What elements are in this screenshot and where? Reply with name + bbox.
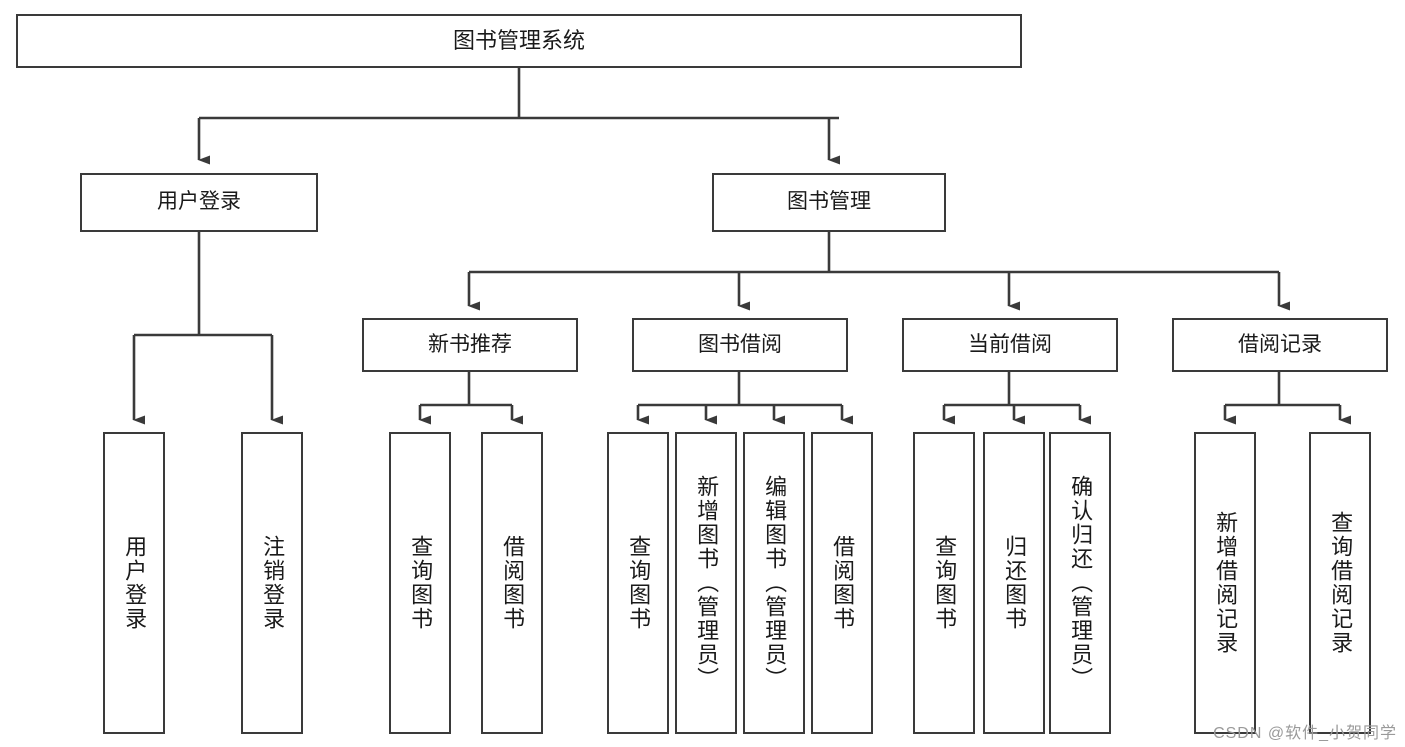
leaf-query-book-3[interactable]: 查询图书	[913, 432, 975, 734]
node-root[interactable]: 图书管理系统	[16, 14, 1022, 68]
leaf-user-login[interactable]: 用户登录	[103, 432, 165, 734]
leaf-add-record[interactable]: 新增借阅记录	[1194, 432, 1256, 734]
leaf-borrow-book-2-label: 借阅图书	[830, 535, 856, 631]
node-book-manage[interactable]: 图书管理	[712, 173, 946, 232]
node-user-login-label: 用户登录	[157, 190, 241, 214]
node-borrow-record-label: 借阅记录	[1238, 332, 1322, 356]
leaf-logout-login-label: 注销登录	[260, 535, 286, 631]
leaf-add-book[interactable]: 新增图书（管理员）	[675, 432, 737, 734]
leaf-confirm-return[interactable]: 确认归还（管理员）	[1049, 432, 1111, 734]
leaf-user-login-label: 用户登录	[122, 535, 148, 631]
node-new-book-rec[interactable]: 新书推荐	[362, 318, 578, 372]
leaf-borrow-book-1-label: 借阅图书	[500, 535, 526, 631]
node-borrow-record[interactable]: 借阅记录	[1172, 318, 1388, 372]
leaf-query-record-label: 查询借阅记录	[1328, 511, 1354, 655]
leaf-confirm-return-label: 确认归还（管理员）	[1068, 475, 1094, 691]
node-book-borrow-label: 图书借阅	[698, 332, 782, 356]
leaf-edit-book-label: 编辑图书（管理员）	[762, 475, 788, 691]
leaf-add-book-label: 新增图书（管理员）	[694, 475, 720, 691]
node-book-manage-label: 图书管理	[787, 190, 871, 214]
leaf-query-record[interactable]: 查询借阅记录	[1309, 432, 1371, 734]
node-book-borrow[interactable]: 图书借阅	[632, 318, 848, 372]
node-user-login[interactable]: 用户登录	[80, 173, 318, 232]
node-root-label: 图书管理系统	[452, 28, 585, 54]
leaf-logout-login[interactable]: 注销登录	[241, 432, 303, 734]
node-current-borrow-label: 当前借阅	[968, 332, 1052, 356]
leaf-query-book-2-label: 查询图书	[626, 535, 652, 631]
leaf-add-record-label: 新增借阅记录	[1213, 511, 1239, 655]
node-current-borrow[interactable]: 当前借阅	[902, 318, 1118, 372]
leaf-query-book-1[interactable]: 查询图书	[389, 432, 451, 734]
leaf-edit-book[interactable]: 编辑图书（管理员）	[743, 432, 805, 734]
leaf-query-book-2[interactable]: 查询图书	[607, 432, 669, 734]
leaf-return-book[interactable]: 归还图书	[983, 432, 1045, 734]
watermark: CSDN @软件_小贺同学	[1213, 725, 1397, 742]
leaf-query-book-3-label: 查询图书	[932, 535, 958, 631]
leaf-return-book-label: 归还图书	[1002, 535, 1028, 631]
leaf-query-book-1-label: 查询图书	[408, 535, 434, 631]
leaf-borrow-book-2[interactable]: 借阅图书	[811, 432, 873, 734]
node-new-book-rec-label: 新书推荐	[428, 332, 512, 356]
leaf-borrow-book-1[interactable]: 借阅图书	[481, 432, 543, 734]
